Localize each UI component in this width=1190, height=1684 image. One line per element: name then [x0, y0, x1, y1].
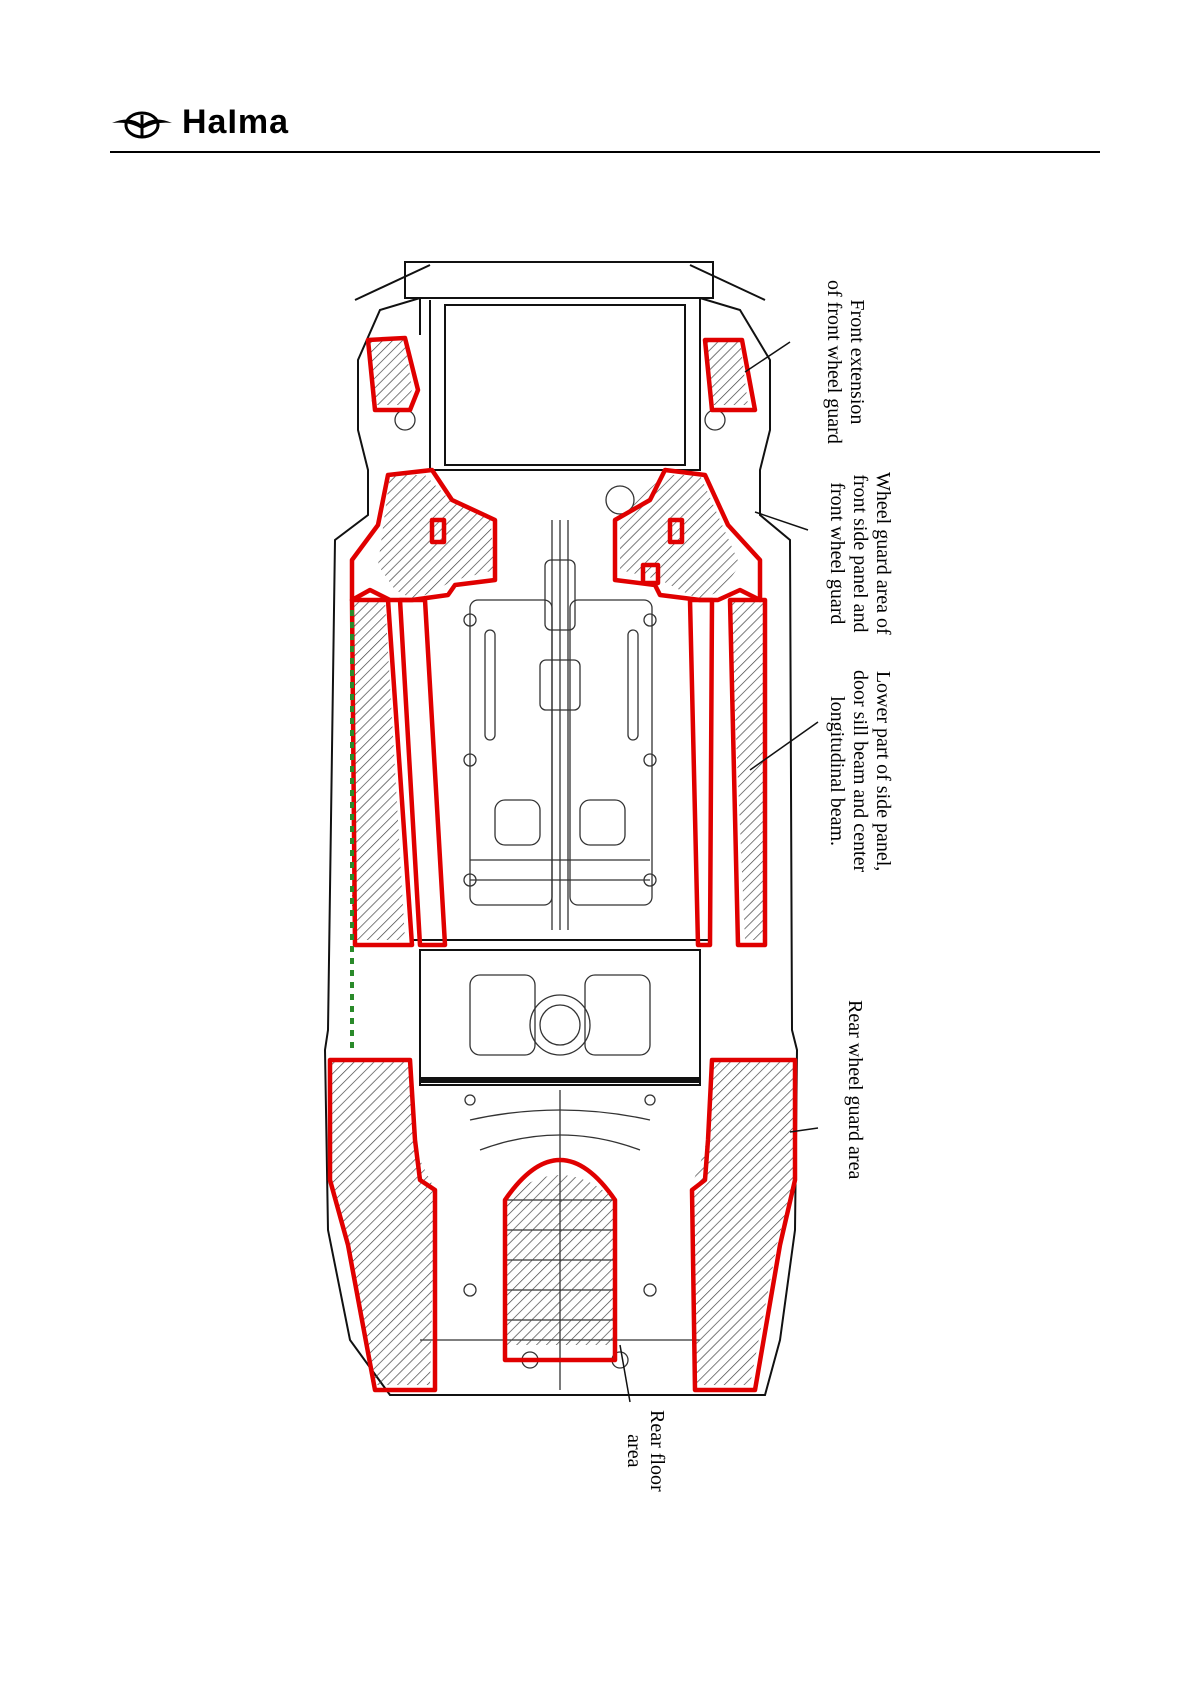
callout-front-extension: Front extension of front wheel guard	[822, 280, 868, 444]
center-beam-right-outline	[690, 600, 712, 945]
callout-wheel-guard-front-line3: front wheel guard	[825, 472, 848, 635]
callout-lower-side-panel: Lower part of side panel, door sill beam…	[825, 670, 894, 872]
callout-lower-side-panel-line2: door sill beam and center	[848, 670, 871, 872]
callout-wheel-guard-front: Wheel guard area of front side panel and…	[825, 472, 894, 635]
leader-front-extension	[745, 342, 790, 372]
callout-lower-side-panel-line1: Lower part of side panel,	[871, 670, 894, 872]
callout-wheel-guard-front-line1: Wheel guard area of	[871, 472, 894, 635]
leader-wheel-guard-front	[755, 512, 808, 530]
callout-front-extension-line1: Front extension	[845, 280, 868, 444]
callout-rear-wheel-guard-line1: Rear wheel guard area	[843, 1000, 866, 1179]
callout-rear-floor: Rear floor area	[622, 1410, 668, 1492]
hatched-regions	[328, 340, 795, 1385]
callout-lower-side-panel-line3: longitudinal beam.	[825, 670, 848, 872]
callout-rear-wheel-guard: Rear wheel guard area	[843, 1000, 866, 1179]
callout-front-extension-line2: of front wheel guard	[822, 280, 845, 444]
callout-rear-floor-line2: area	[622, 1410, 645, 1492]
callout-wheel-guard-front-line2: front side panel and	[848, 472, 871, 635]
callout-rear-floor-line1: Rear floor	[645, 1410, 668, 1492]
